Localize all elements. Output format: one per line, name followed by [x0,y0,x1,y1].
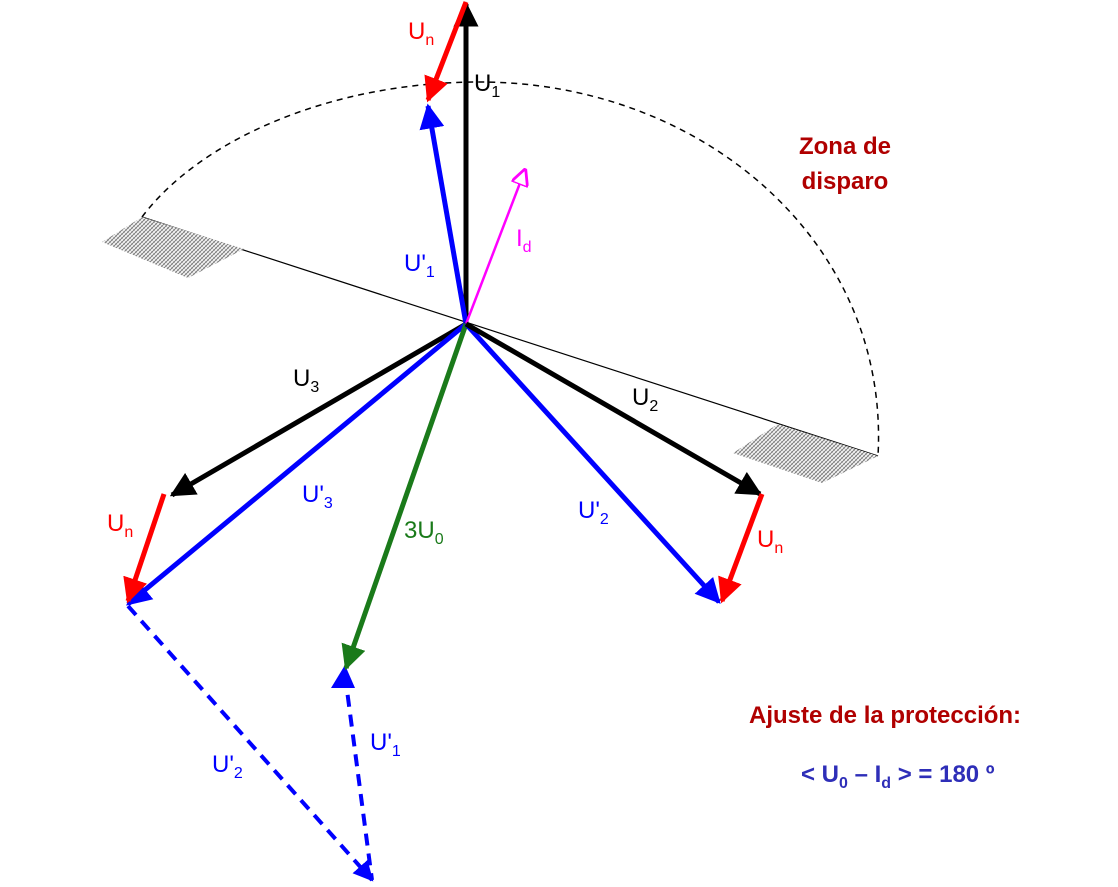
setting-expression: < U0 – Id > = 180 º [801,761,995,792]
trip-zone-hatch-left [102,217,244,278]
label-three-u0: 3U0 [404,517,444,548]
label-u2: U2 [632,384,658,415]
label-u1: U1 [474,70,500,101]
u1-prime-dashed-vector [343,674,374,881]
un-vector-top [424,1,469,103]
label-un-right: Un [757,526,783,557]
u2-vector [464,321,763,497]
id-vector [464,170,525,325]
label-u1-prime: U'1 [404,250,435,281]
label-un-top: Un [408,18,434,49]
three-u0-vector [341,323,469,671]
u3-vector [169,321,468,498]
label-u2-prime: U'2 [578,497,609,528]
label-un-left: Un [107,510,133,541]
u3-prime-vector [126,322,468,606]
label-u2-prime-dashed: U'2 [212,751,243,782]
setting-title: Ajuste de la protección: [749,702,1021,729]
u2-prime-dashed-vector [126,604,374,882]
un-vector-left [123,493,167,604]
u1-prime-dashed-arrowhead [331,665,355,688]
label-u3: U3 [293,365,319,396]
trip-zone-hatch-right [733,424,878,483]
label-u3-prime: U'3 [302,481,333,512]
trip-zone-arc [141,81,880,457]
u1-prime-vector [419,103,469,325]
label-u1-prime-dashed: U'1 [370,729,401,760]
trip-zone-boundary-line [141,216,879,457]
trip-zone-label-line1: Zona de [799,133,891,160]
label-id: Id [516,225,532,256]
trip-zone-label-line2: disparo [802,168,889,195]
u2-prime-vector [464,322,721,604]
un-vector-right [718,493,765,604]
